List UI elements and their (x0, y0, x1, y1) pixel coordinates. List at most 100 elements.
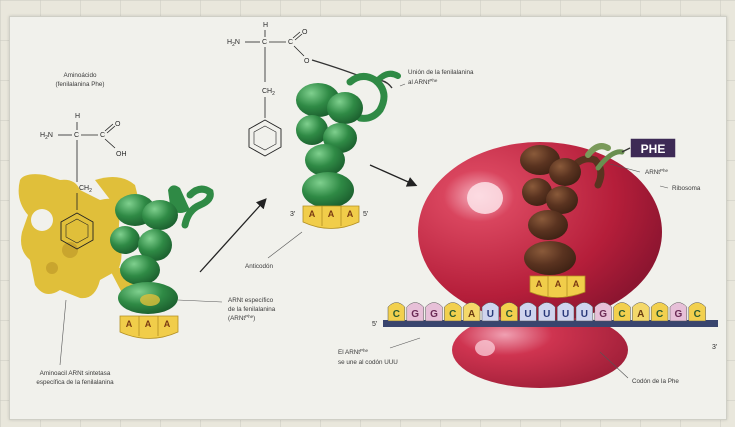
mrna-base: U (543, 309, 550, 320)
label-5-prime: 5' (363, 211, 368, 218)
mrna-base: G (599, 309, 607, 320)
chem-ch: CH (262, 88, 272, 95)
label-trna-phe: ARNtPhe (645, 168, 669, 176)
mrna-base: G (675, 309, 683, 320)
chem-h: H (75, 113, 80, 120)
chem-sub: 2 (232, 42, 235, 48)
label-amino-acid: Aminoácido (64, 72, 97, 79)
mrna-base-shape (500, 302, 518, 322)
label-sup: Phe (360, 348, 369, 353)
chem-o: O (304, 58, 310, 65)
chem-sub: 2 (45, 135, 48, 141)
anticodon-base: A (347, 209, 354, 219)
label-sup: Phe (245, 314, 254, 319)
svg-text:H2N: H2N (227, 39, 240, 48)
label-binds-1: El ARNtPhe (338, 348, 369, 356)
label-text: (ARNt (228, 315, 245, 322)
chem-sub: 2 (272, 91, 275, 97)
arrow-step-2 (369, 164, 418, 187)
chem-oh: OH (116, 151, 127, 158)
label-union-2: al ARNtPhe (408, 78, 438, 86)
anticodon-left: A A A (119, 315, 179, 339)
label-sup: Phe (429, 78, 438, 83)
anticodon-middle: A A A 3' 5' (290, 205, 368, 229)
mrna-base: C (618, 309, 625, 320)
mrna-base-shape (556, 302, 575, 322)
mrna-base-shape (406, 302, 424, 322)
mrna-base: C (449, 309, 456, 320)
label-text: El ARNt (338, 349, 360, 356)
chem-c: C (74, 132, 79, 139)
chem-sub: 2 (89, 188, 92, 194)
mrna-base: A (637, 309, 644, 320)
trna-middle (296, 70, 401, 208)
phenylalanine-structure-left: H H2N C C O OH CH2 (40, 113, 127, 250)
mrna-base: C (393, 309, 400, 320)
phe-tag-text: PHE (641, 142, 666, 156)
chem-n: N (48, 132, 53, 139)
mrna-base-shape (481, 302, 500, 322)
chem-h: H (227, 39, 232, 46)
mrna-base-shape (519, 302, 537, 322)
mrna-base-shape (688, 302, 706, 322)
mrna-base-shape (462, 302, 481, 322)
chem-c: C (288, 39, 293, 46)
label-5-prime: 5' (372, 321, 377, 328)
chem-o: O (302, 29, 308, 36)
mrna-base-shape (669, 302, 688, 322)
anticodon-base: A (164, 319, 171, 329)
mrna-base: G (411, 309, 419, 320)
mrna-base: C (506, 309, 513, 320)
anticodon-base: A (555, 279, 562, 289)
phe-tag: PHE (621, 137, 677, 159)
phenylalanine-structure-middle: H H2N C C O O CH2 (227, 22, 310, 157)
trna-in-ribosome (520, 143, 625, 275)
label-sup: Phe (660, 168, 669, 173)
mrna-base-shape (575, 302, 594, 322)
mrna-base-shape (538, 302, 556, 322)
label-binds-2: se une al codón UUU (338, 359, 398, 366)
label-anticodon: Anticodón (245, 263, 274, 270)
label-synthetase-1: Aminoacil ARNt sintetasa (40, 370, 111, 377)
anticodon-base: A (328, 209, 335, 219)
label-phenylalanine: (fenilalanina Phe) (55, 81, 104, 88)
mrna-base: G (430, 309, 438, 320)
anticodon-base: A (309, 209, 316, 219)
mrna-backbone (383, 320, 718, 327)
label-union-1: Unión de la fenilalanina (408, 69, 474, 76)
svg-text:CH2: CH2 (79, 185, 92, 194)
mrna-base-shape (613, 302, 631, 322)
trna-left (110, 185, 214, 314)
chem-c: C (100, 132, 105, 139)
mrna-base: C (694, 309, 701, 320)
label-trna-specific-3: (ARNtPhe) (228, 314, 255, 322)
label-text: al ARNt (408, 79, 430, 86)
mrna-base: U (524, 309, 531, 320)
anticodon-base: A (145, 319, 152, 329)
label-synthetase-2: específica de la fenilalanina (36, 379, 114, 386)
chem-o: O (115, 121, 121, 128)
label-text: ) (253, 315, 255, 322)
label-trna-specific-1: ARNt específico (228, 297, 274, 304)
chem-ch: CH (79, 185, 89, 192)
mrna-base-shape (425, 302, 443, 322)
mrna-base: U (562, 309, 569, 320)
svg-text:H2N: H2N (40, 132, 53, 141)
ribosome-small-subunit (452, 312, 628, 388)
mrna-base-shape (594, 302, 612, 322)
chem-n: N (235, 39, 240, 46)
mrna-base: C (656, 309, 663, 320)
label-text: ARNt (645, 169, 660, 176)
anticodon-base: A (536, 279, 543, 289)
label-ribosome: Ribosoma (672, 185, 701, 192)
chem-h: H (263, 22, 268, 29)
label-3-prime: 3' (290, 211, 295, 218)
mrna-base-shape (650, 302, 669, 322)
svg-text:CH2: CH2 (262, 88, 275, 97)
anticodon-base: A (126, 319, 133, 329)
mrna-base: U (581, 309, 588, 320)
